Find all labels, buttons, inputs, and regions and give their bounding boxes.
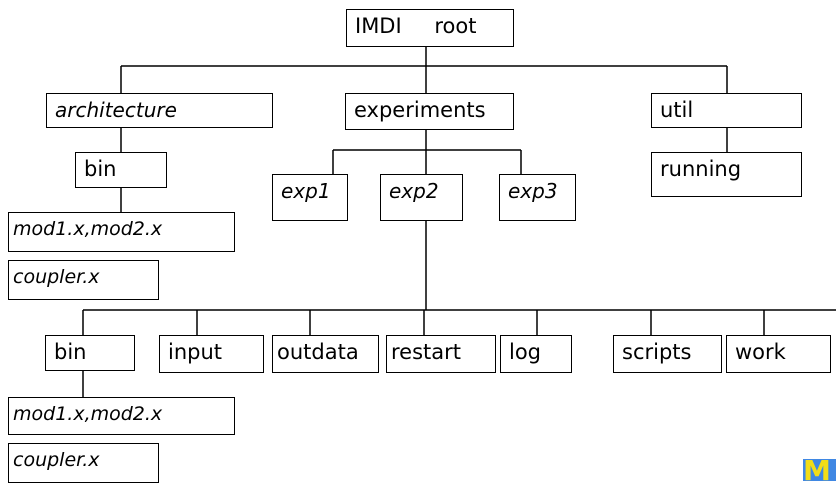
logo-icon: M — [803, 459, 836, 481]
node-exp2-bin-mods: mod1.x,mod2.x — [8, 397, 235, 435]
node-exp2-bin-coupler: coupler.x — [8, 443, 159, 483]
node-util: util — [651, 93, 802, 128]
node-exp2-scripts: scripts — [613, 335, 722, 373]
node-exp2-bin: bin — [45, 335, 135, 371]
node-exp2-outdata: outdata — [272, 335, 379, 373]
node-exp2-input: input — [159, 335, 264, 373]
node-exp2-restart: restart — [386, 335, 496, 373]
node-architecture-bin-coupler: coupler.x — [8, 260, 159, 300]
node-architecture-bin: bin — [75, 152, 167, 188]
node-exp2-log: log — [500, 335, 572, 373]
node-experiments: experiments — [345, 93, 514, 130]
node-exp3: exp3 — [499, 174, 576, 221]
node-architecture: architecture — [46, 93, 273, 128]
node-exp2-work: work — [726, 335, 831, 373]
node-architecture-bin-mods: mod1.x,mod2.x — [8, 212, 235, 252]
node-exp1: exp1 — [272, 174, 348, 221]
node-root: IMDI root — [346, 9, 514, 47]
node-running: running — [651, 152, 802, 197]
node-exp2: exp2 — [380, 174, 463, 221]
